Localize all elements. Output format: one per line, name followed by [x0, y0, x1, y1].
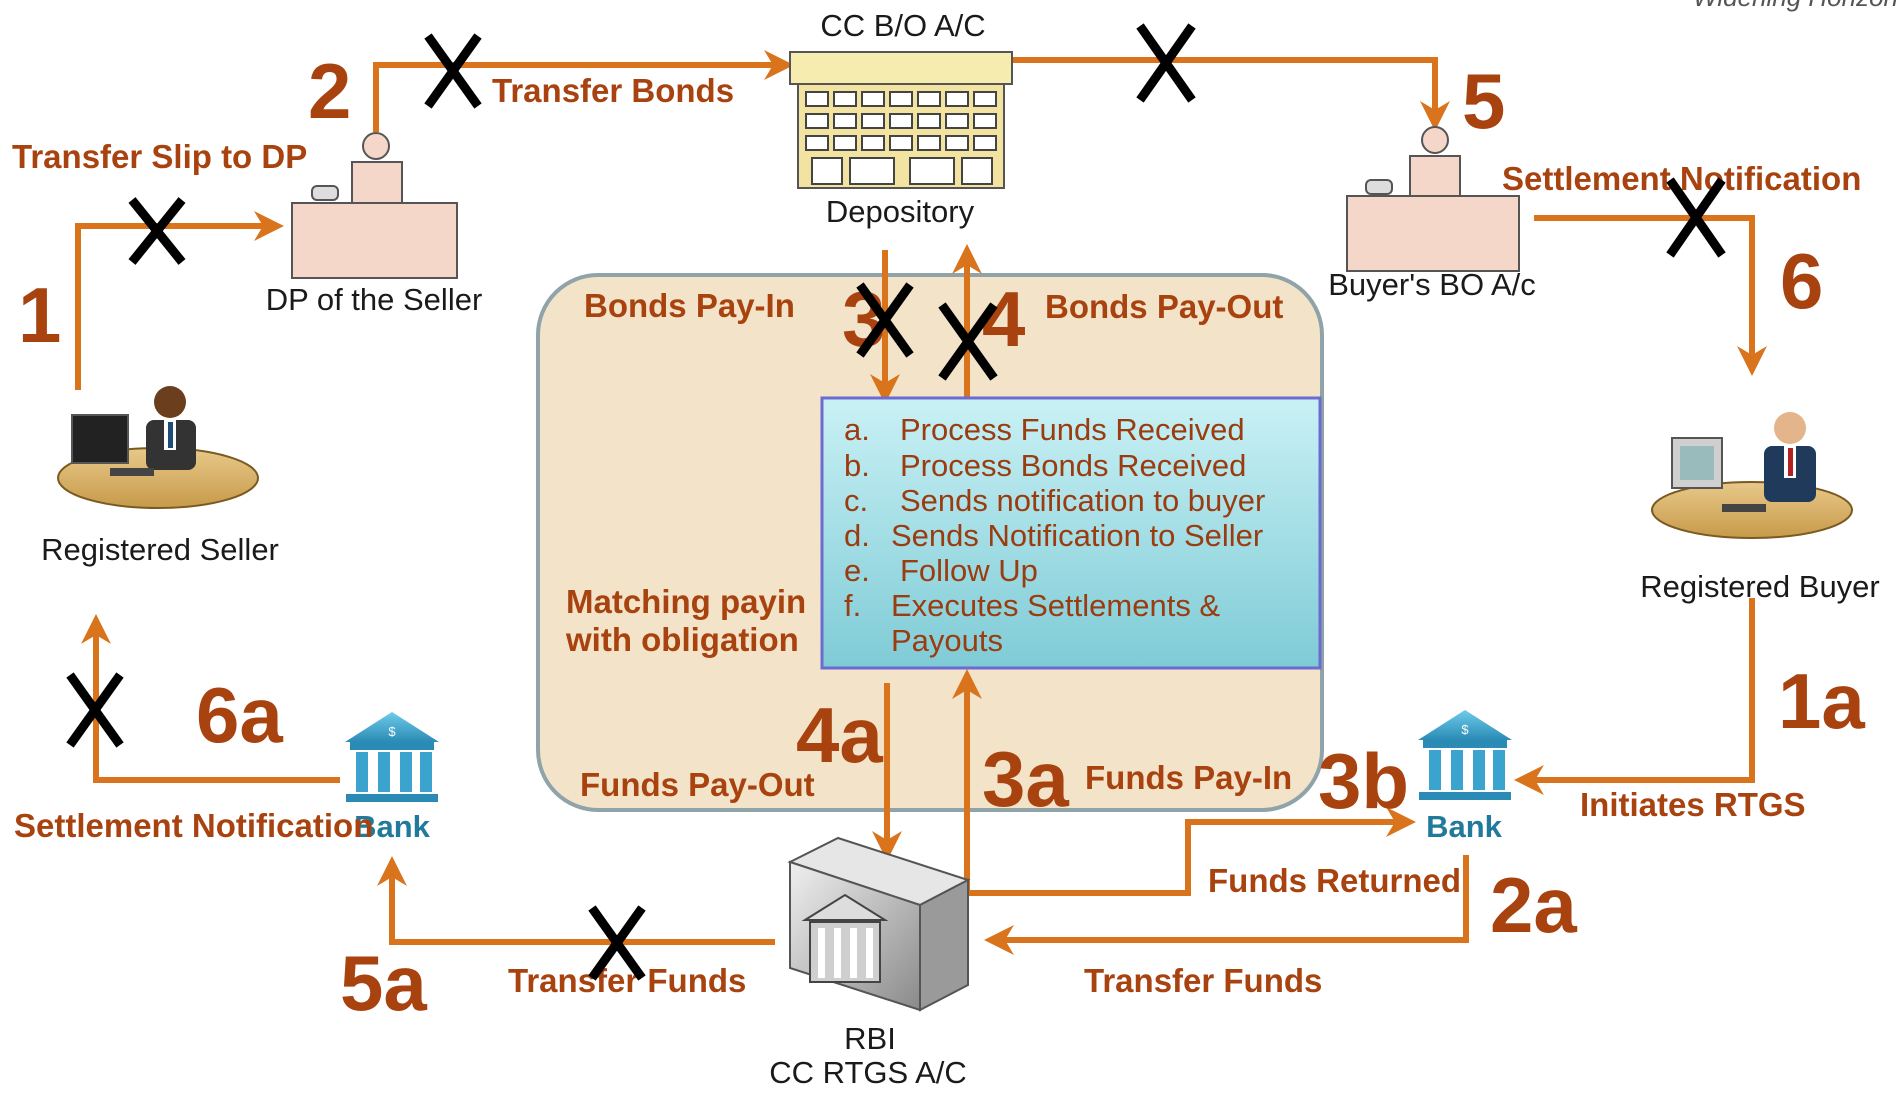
svg-text:$: $ [388, 724, 396, 739]
tagline-text: Widening Horizon [1693, 0, 1898, 12]
bank-building-icon-left: $ [345, 712, 439, 802]
step-3a: 3a [982, 735, 1069, 823]
label-initiates-rtgs: Initiates RTGS [1580, 786, 1806, 823]
step-5: 5 [1462, 57, 1505, 145]
task-text-a: Process Funds Received [900, 412, 1245, 447]
x-mark-bonds-pay-out [938, 302, 998, 381]
arrow-buyer-bo-to-buyer [1534, 215, 1767, 376]
arrow-rbi-to-bank [377, 856, 775, 945]
task-text-f-continued: Payouts [891, 623, 1003, 658]
step-2: 2 [308, 47, 351, 135]
arrow-bank-to-rbi [984, 855, 1469, 955]
seller-workstation-icon [57, 386, 259, 509]
task-letter-d: d. [844, 518, 870, 553]
arrow-bank-to-seller [81, 614, 340, 783]
step-1a: 1a [1778, 657, 1865, 745]
x-mark-transfer-funds-left [588, 905, 646, 981]
step-3b: 3b [1318, 737, 1409, 825]
label-funds-pay-out: Funds Pay-Out [580, 766, 815, 803]
bank-building-icon-right: $ [1418, 710, 1512, 800]
arrow-depository-to-buyer-bo [1010, 57, 1450, 131]
step-6: 6 [1780, 237, 1823, 325]
label-transfer-funds-right: Transfer Funds [1084, 962, 1322, 999]
task-text-e: Follow Up [900, 553, 1038, 588]
label-funds-returned: Funds Returned [1208, 862, 1461, 899]
x-mark-transfer-slip [128, 197, 186, 265]
step-5a: 5a [340, 939, 427, 1027]
arrow-buyer-to-bank [1514, 598, 1755, 795]
x-mark-depository-to-buyer [1136, 23, 1196, 103]
label-bonds-pay-in: Bonds Pay-In [584, 287, 795, 324]
dp-seller-desk-icon [291, 132, 458, 279]
x-mark-bonds-pay-in [856, 282, 914, 358]
step-2a: 2a [1490, 861, 1577, 949]
bank-right-label: Bank [1426, 809, 1503, 844]
buyer-bo-label: Buyer's BO A/c [1328, 267, 1536, 302]
svg-text:$: $ [1461, 722, 1469, 737]
registered-seller-label: Registered Seller [41, 532, 279, 567]
buyer-bo-desk-icon [1346, 126, 1520, 272]
x-mark-settlement-left [66, 672, 124, 748]
registered-buyer-label: Registered Buyer [1640, 569, 1880, 604]
task-letter-f: f. [844, 588, 861, 623]
task-letter-a: a. [844, 412, 870, 447]
task-text-b: Process Bonds Received [900, 448, 1246, 483]
rbi-vault-icon [787, 836, 971, 1012]
x-mark-settlement-right [1666, 177, 1726, 258]
step-1: 1 [18, 271, 61, 359]
dp-seller-label: DP of the Seller [266, 282, 483, 317]
step-6a: 6a [196, 671, 283, 759]
task-text-c: Sends notification to buyer [900, 483, 1265, 518]
arrow-seller-to-dp [75, 211, 284, 390]
arrow-funds-returned [967, 807, 1416, 896]
depository-building-icon [789, 51, 1013, 189]
x-mark-transfer-bonds [424, 33, 482, 109]
label-transfer-funds-left: Transfer Funds [508, 962, 746, 999]
clearing-tasks-box [820, 396, 1322, 670]
buyer-workstation-icon [1651, 412, 1853, 539]
label-transfer-bonds: Transfer Bonds [492, 72, 734, 109]
task-letter-b: b. [844, 448, 870, 483]
arrow-dp-to-depository [373, 50, 794, 132]
task-text-d: Sends Notification to Seller [891, 518, 1263, 553]
depository-label: Depository [826, 194, 975, 229]
task-letter-e: e. [844, 553, 870, 588]
task-letter-c: c. [844, 483, 868, 518]
label-transfer-slip: Transfer Slip to DP [12, 138, 307, 175]
rbi-account-label: CC RTGS A/C [769, 1055, 967, 1090]
label-matching-line1: Matching payin [566, 583, 806, 620]
rbi-label: RBI [844, 1021, 896, 1056]
bank-left-label: Bank [354, 809, 431, 844]
depository-account-label: CC B/O A/C [820, 8, 985, 43]
label-settlement-notification-left: Settlement Notification [14, 807, 373, 844]
task-text-f: Executes Settlements & [891, 588, 1220, 623]
label-matching-line2: with obligation [565, 621, 799, 658]
step-4a: 4a [796, 691, 883, 779]
label-funds-pay-in: Funds Pay-In [1085, 759, 1292, 796]
label-bonds-pay-out: Bonds Pay-Out [1045, 288, 1283, 325]
